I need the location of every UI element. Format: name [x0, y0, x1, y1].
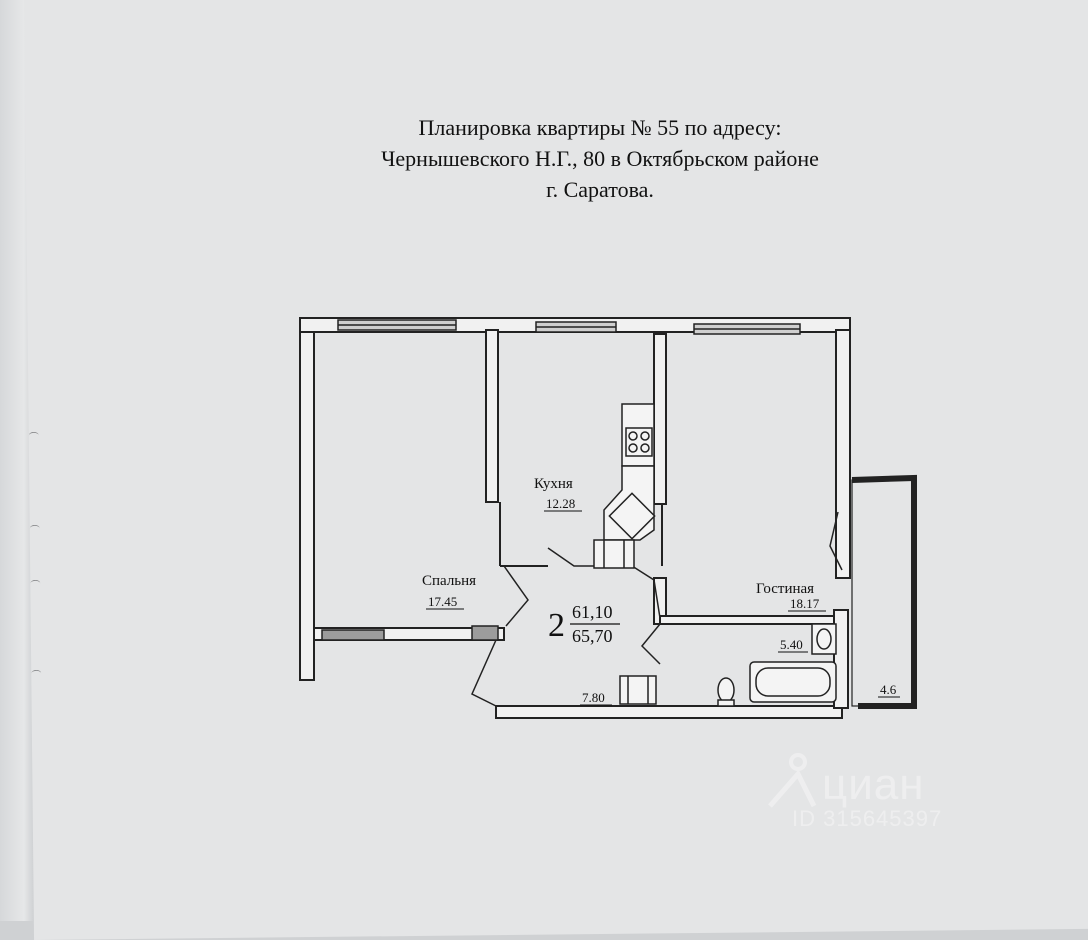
bathroom-fixtures	[619, 623, 837, 707]
outer-walls	[299, 317, 851, 719]
hallway-area: 7.80	[582, 690, 605, 705]
cian-listing-id: ID 315645397	[792, 806, 943, 831]
total-area: 65,70	[572, 626, 613, 646]
bedroom-label: Спальня	[422, 573, 476, 589]
cian-logo-icon	[768, 753, 817, 808]
kitchen-area: 12.28	[546, 496, 575, 511]
cian-brand-text: циан	[822, 760, 925, 809]
title-line-3: г. Саратова.	[546, 177, 654, 202]
bedroom-area: 17.45	[428, 594, 457, 609]
living-room-area: 18.17	[790, 596, 820, 611]
interior-walls	[485, 329, 849, 709]
rooms-count: 2	[548, 607, 565, 644]
floor-plan: Кухня 12.28 Спальня 17.45 Гостиная 18.17…	[299, 317, 917, 719]
document-title: Планировка квартиры № 55 по адресу: Черн…	[300, 112, 900, 205]
balcony	[851, 474, 917, 709]
windows	[337, 319, 801, 335]
cian-watermark: циан ID 315645397	[760, 750, 1020, 840]
kitchen-label: Кухня	[534, 476, 573, 492]
title-line-2: Чернышевского Н.Г., 80 в Октябрьском рай…	[381, 146, 819, 171]
bathroom-area: 5.40	[780, 637, 803, 652]
living-room-label: Гостиная	[756, 581, 814, 597]
balcony-area: 4.6	[880, 682, 897, 697]
living-area-total: 61,10	[572, 602, 613, 622]
bedroom-radiator	[321, 625, 499, 641]
door-swings	[471, 511, 843, 707]
title-line-1: Планировка квартиры № 55 по адресу:	[418, 115, 782, 140]
kitchen-fixtures	[593, 403, 656, 569]
